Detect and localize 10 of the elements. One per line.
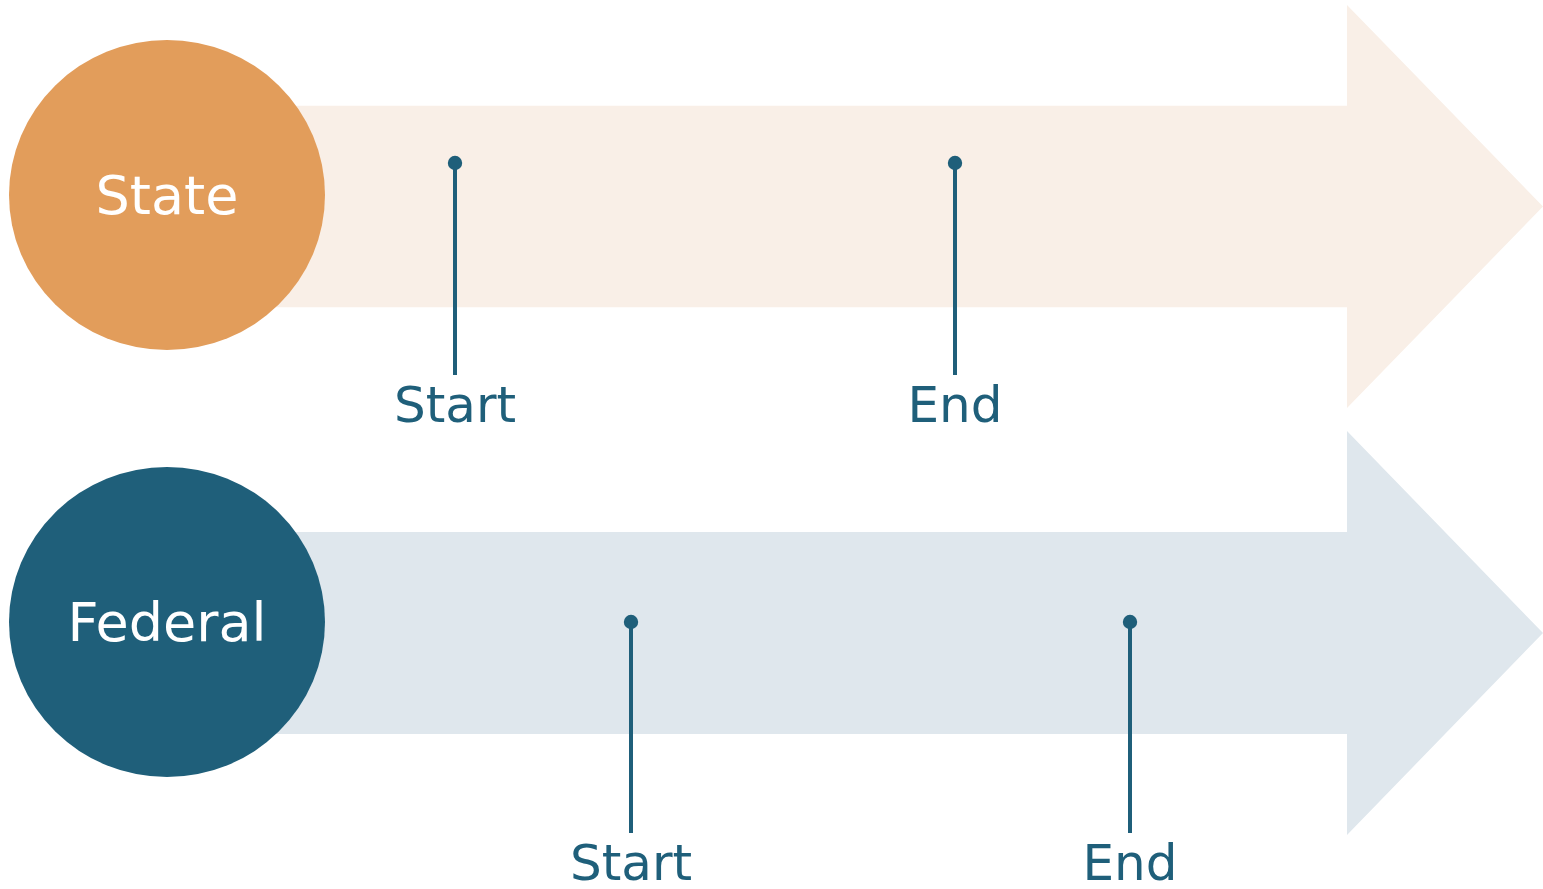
timeline-label: End <box>1050 833 1210 889</box>
timeline-label: Start <box>551 833 711 889</box>
category-circle: Federal <box>9 467 325 777</box>
leader-line <box>947 155 963 375</box>
leader-line <box>623 614 639 833</box>
timeline-label: End <box>875 375 1035 435</box>
leader-line <box>1122 614 1138 833</box>
leader-line <box>447 155 463 375</box>
category-circle: State <box>9 40 325 350</box>
timeline-label: Start <box>375 375 535 435</box>
